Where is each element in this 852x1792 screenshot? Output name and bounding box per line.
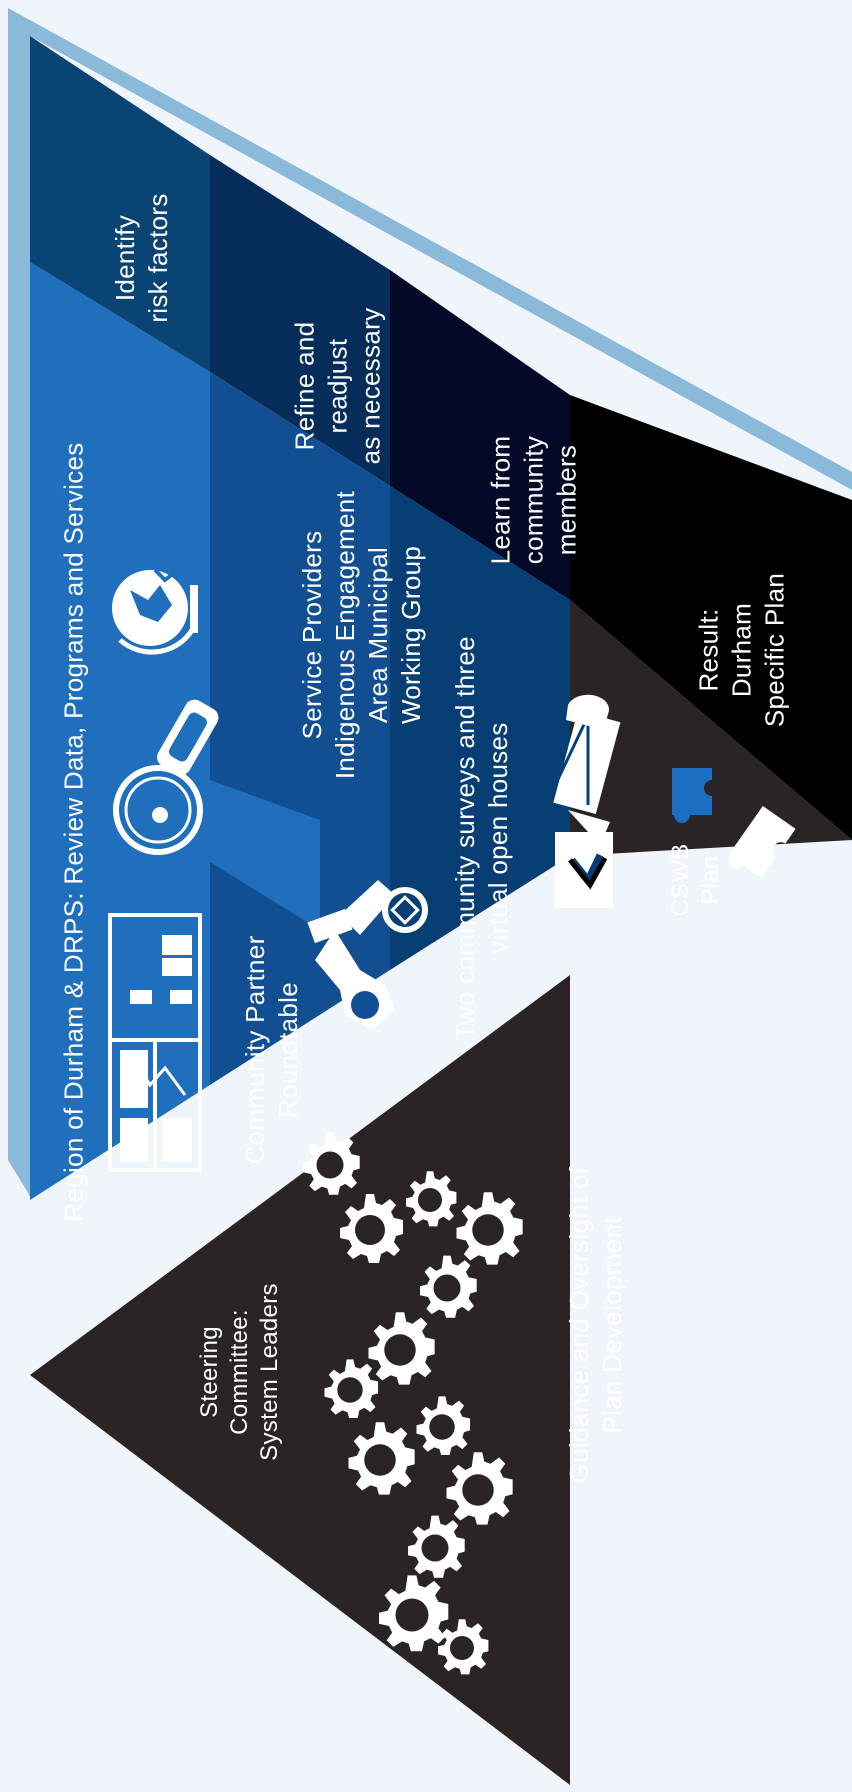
learn-label: Learn from community members (485, 435, 582, 565)
risk-factors-label: Identify risk factors (110, 193, 173, 323)
service-providers-label: Service Providers Indigenous Engagement … (297, 490, 426, 780)
band-2-main (210, 372, 390, 1085)
puzzle-icon (672, 768, 796, 879)
dashboard-icon (108, 913, 202, 1172)
guidance-label: Guidance and Oversight of Plan Developme… (564, 1166, 627, 1484)
surveys-label: Two community surveys and three virtual … (450, 636, 513, 1040)
community-partner-label: Community Partner Roundtable (240, 935, 303, 1165)
pyramid-frame (8, 8, 852, 1196)
result-label: Result: Durham Specific Plan (693, 572, 790, 728)
globe-icon (112, 568, 198, 655)
band-4-right (570, 395, 852, 840)
band-1-side (30, 36, 210, 372)
band-3-main (390, 486, 570, 970)
wrench-hand-icon (307, 880, 428, 1030)
magnifier-icon (113, 699, 219, 855)
refine-label: Refine and readjust as necessary (289, 307, 386, 465)
band-2-side (210, 155, 390, 486)
steering-committee-label: Steering Committee: System Leaders (196, 1283, 283, 1461)
wrench-beam (210, 780, 320, 930)
pencil-check-icon (548, 694, 621, 908)
band-1-title: Region of Durham & DRPS: Review Data, Pr… (58, 442, 89, 1222)
cswb-plan-label: CSWB Plan (667, 843, 724, 917)
band-4-left (570, 600, 852, 856)
band-3-side (390, 270, 570, 600)
